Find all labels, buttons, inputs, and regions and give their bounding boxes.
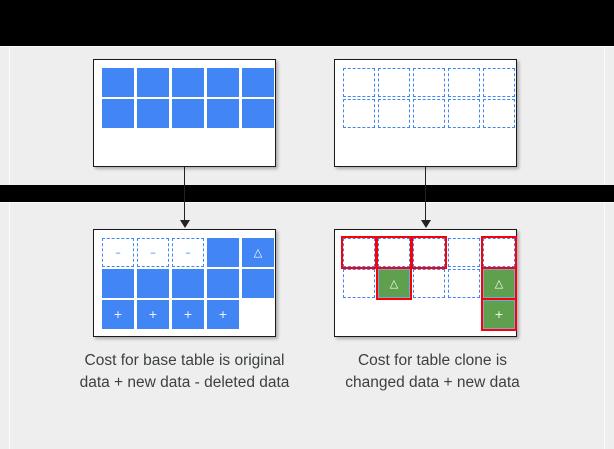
table-cell-r3-c5 [242,300,274,329]
table-cell-r3-c4: + [207,300,239,329]
table-cell-r2-c3 [413,269,445,298]
table-cell-r3-c2: + [137,300,169,329]
table-cell-r1-c5 [242,68,274,97]
panel-guide-line-right-lower [604,202,605,449]
table-cell-r1-c3 [172,68,204,97]
table-clone-original-card [334,59,517,167]
panel-guide-line-top-lower [0,202,614,203]
cell-glyph: + [218,308,228,321]
cell-glyph: – [150,246,156,259]
middle-letterbox-bar [0,185,614,202]
table-cell-r2-c4 [207,99,239,128]
table-cell-r2-c1 [343,269,375,298]
cell-glyph: △ [494,277,504,290]
table-cell-r2-c4 [448,269,480,298]
panel-guide-line-top [0,46,614,47]
arrow-head [421,220,431,228]
table-cell-r1-c2: – [137,238,169,267]
table-cell-r1-c4 [448,68,480,97]
table-cell-r2-c1 [102,99,134,128]
cell-glyph: △ [253,246,263,259]
table-cell-r3-c2 [378,300,410,329]
table-cell-r3-c1 [343,300,375,329]
cell-glyph: – [185,246,191,259]
table-cell-r2-c2 [137,99,169,128]
table-cell-r2-c1 [343,99,375,128]
table-clone-modified-grid: △ △ + [341,236,517,331]
table-cell-r1-c4 [207,68,239,97]
table-cell-r3-c4 [448,300,480,329]
table-cell-r1-c4 [207,238,239,267]
table-cell-r2-c3 [172,269,204,298]
table-cell-r2-c3 [413,99,445,128]
cell-glyph: △ [389,277,399,290]
table-cell-r2-c2 [378,99,410,128]
table-cell-r2-c5 [483,99,515,128]
panel-guide-line-left [9,46,10,185]
table-cell-r1-c5 [481,236,517,269]
table-cell-r1-c2 [137,68,169,97]
table-clone-flow-arrow [419,167,433,229]
base-table-original-card [93,59,276,167]
base-table-caption: Cost for base table is original data + n… [79,352,290,392]
table-cell-r1-c1 [341,236,377,269]
arrow-stem [425,167,427,221]
table-cell-r1-c1 [343,68,375,97]
base-table-original-grid [102,68,274,128]
table-clone-caption: Cost for table clone is changed data + n… [345,352,520,392]
table-cell-r1-c3: – [172,238,204,267]
table-cell-r1-c1: – [102,238,134,267]
table-cell-r1-c5 [483,68,515,97]
panel-guide-line-left-lower [9,202,10,449]
table-cell-r2-c5: △ [481,267,517,300]
arrow-head [180,220,190,228]
table-cell-r2-c2 [137,269,169,298]
table-cell-r2-c5 [242,269,274,298]
table-cell-r3-c3 [413,300,445,329]
table-cell-r2-c4 [207,269,239,298]
base-table-modified-grid: – – – △ + + + + [102,238,274,329]
table-clone-modified-card: △ △ + [334,229,517,337]
table-cell-r2-c3 [172,99,204,128]
table-cell-r2-c4 [448,99,480,128]
table-cell-r1-c1 [102,68,134,97]
panel-guide-line-right [604,46,605,185]
table-cell-r1-c4 [448,238,480,267]
cell-glyph: + [494,308,504,321]
cell-glyph: + [113,308,123,321]
table-cell-r3-c3: + [172,300,204,329]
base-table-modified-card: – – – △ + + + + [93,229,276,337]
top-letterbox-bar [0,0,614,46]
table-cell-r2-c1 [102,269,134,298]
table-clone-original-grid [343,68,515,128]
table-cell-r2-c5 [242,99,274,128]
table-cell-r3-c5: + [481,298,517,331]
table-cell-r1-c5: △ [242,238,274,267]
table-cell-r1-c3 [413,68,445,97]
table-cell-r2-c2: △ [376,267,412,300]
base-table-flow-arrow [178,167,192,229]
cell-glyph: – [115,246,121,259]
table-cell-r1-c2 [376,236,412,269]
table-cell-r3-c1: + [102,300,134,329]
cell-glyph: + [148,308,158,321]
cell-glyph: + [183,308,193,321]
arrow-stem [184,167,186,221]
table-cell-r1-c3 [411,236,447,269]
table-cell-r1-c2 [378,68,410,97]
